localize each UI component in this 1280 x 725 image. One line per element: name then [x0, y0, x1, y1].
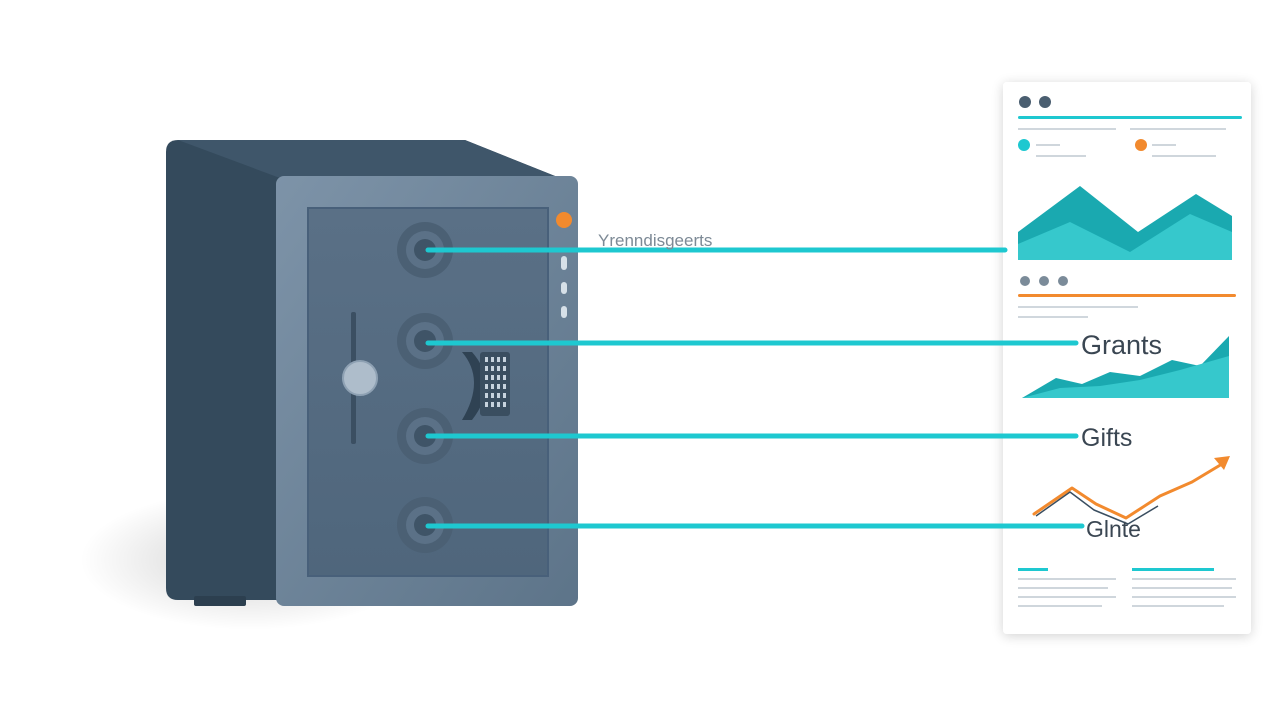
keypad-key	[491, 375, 494, 380]
footer-text-lines	[1018, 568, 1236, 607]
legend-dot-teal	[1018, 139, 1030, 151]
connector-label-gifts: Gifts	[1081, 424, 1132, 452]
legend-line	[1152, 155, 1216, 157]
header-rule-teal	[1018, 116, 1242, 119]
keypad-key	[485, 402, 488, 407]
keypad-key	[497, 357, 500, 362]
handle-icon	[342, 312, 378, 444]
connector-lines	[425, 247, 1085, 529]
window-dots-icon	[1019, 96, 1051, 108]
section-rule-orange	[1018, 294, 1236, 297]
safe-foot-left	[194, 596, 246, 606]
keypad-key	[485, 366, 488, 371]
keypad-key	[503, 357, 506, 362]
keypad-key	[503, 402, 506, 407]
safe-door-panel	[308, 208, 548, 576]
header-rule-grey	[1018, 128, 1116, 130]
keypad-key	[485, 384, 488, 389]
keypad-key	[503, 393, 506, 398]
window-dots-icon	[1020, 276, 1068, 286]
connector-label-third: Glnte	[1086, 516, 1141, 542]
keypad-key	[497, 375, 500, 380]
keypad-key	[491, 384, 494, 389]
dial-icon	[397, 222, 453, 278]
keypad-key	[497, 384, 500, 389]
header-rule-grey	[1130, 128, 1226, 130]
line-chart-icon	[1032, 456, 1230, 525]
connector-label-grants: Grants	[1081, 330, 1162, 360]
keypad-key	[491, 393, 494, 398]
safe-icon	[80, 140, 578, 630]
keypad-key	[491, 366, 494, 371]
dial-icon	[397, 408, 453, 464]
area-chart-icon	[1018, 186, 1232, 260]
keypad-key	[497, 393, 500, 398]
keypad-icon	[462, 352, 510, 420]
dial-icon	[397, 313, 453, 369]
safe-door-bevel	[307, 207, 549, 577]
area-chart-icon	[1022, 336, 1229, 398]
legend-dot-orange	[1135, 139, 1147, 151]
keypad-key	[503, 366, 506, 371]
keypad-key	[485, 393, 488, 398]
legend-line	[1036, 155, 1086, 157]
section-rule-grey	[1018, 306, 1138, 308]
keypad-key	[497, 366, 500, 371]
keypad-key	[491, 402, 494, 407]
connector-label-top: Yrenndisgeerts	[598, 231, 712, 250]
keypad-key	[503, 384, 506, 389]
keypad-key	[497, 402, 500, 407]
keypad-key	[485, 375, 488, 380]
legend-line	[1036, 144, 1060, 146]
dial-icon	[397, 497, 453, 553]
report-card-content	[1018, 96, 1242, 607]
section-rule-grey	[1018, 316, 1088, 318]
keypad-key	[503, 375, 506, 380]
keypad-key	[485, 357, 488, 362]
safe-top-bevel	[178, 140, 560, 178]
status-light-icon	[556, 212, 572, 318]
keypad-key	[491, 357, 494, 362]
legend-line	[1152, 144, 1176, 146]
